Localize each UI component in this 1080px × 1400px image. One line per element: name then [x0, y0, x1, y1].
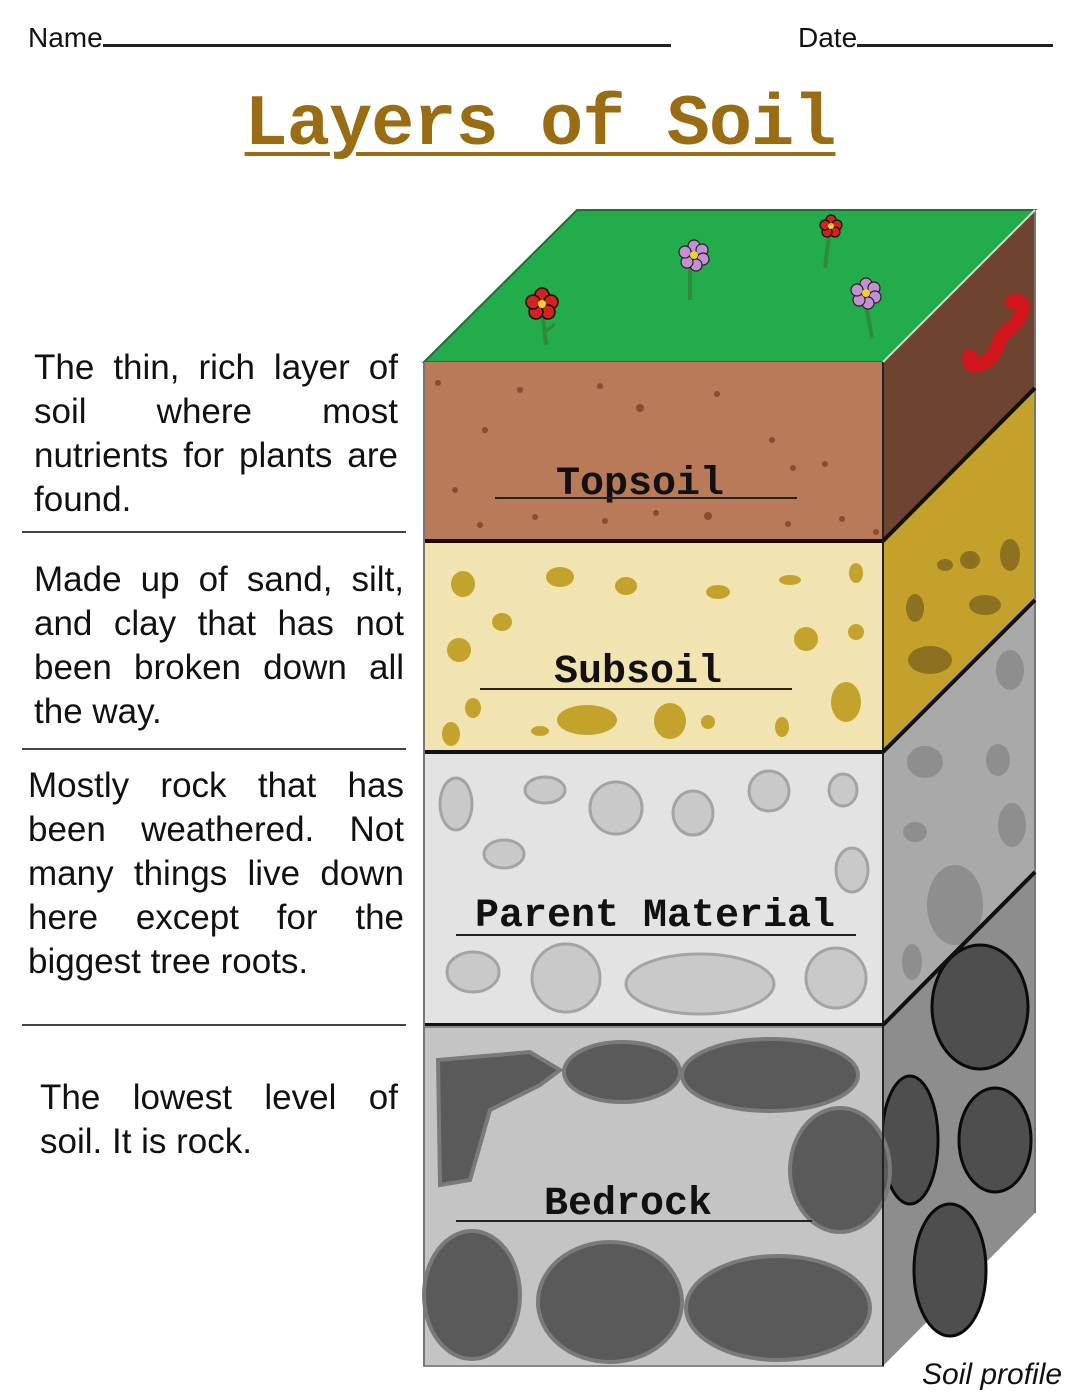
flower-icon — [678, 239, 710, 300]
name-label: Name — [28, 22, 103, 53]
flower-icon — [819, 214, 843, 269]
page-title-wrap: Layers of Soil — [0, 84, 1080, 166]
bedrock-side-rocks — [880, 943, 1033, 1338]
subsoil-label: Subsoil — [554, 650, 722, 695]
subsoil-side-rocks — [906, 539, 1020, 674]
topsoil-label: Topsoil — [556, 462, 724, 507]
bedrock-label: Bedrock — [544, 1182, 712, 1227]
date-label: Date — [798, 22, 858, 53]
bedrock-stones — [422, 1037, 892, 1364]
topsoil-front — [424, 362, 883, 541]
subsoil-description: Made up of sand, silt, and clay that has… — [34, 560, 404, 731]
date-blank-line[interactable] — [857, 22, 1054, 47]
subsoil-pebbles — [442, 563, 864, 746]
parent-material-description: Mostly rock that has been weathered. Not… — [28, 766, 404, 981]
worm-icon — [962, 294, 1030, 373]
topsoil-side — [883, 210, 1035, 541]
parent-material-stones — [438, 769, 870, 1016]
parent-material-label: Parent Material — [475, 894, 835, 939]
divider-1 — [22, 531, 406, 533]
divider-3 — [22, 1024, 406, 1026]
topsoil-description: The thin, rich layer of soil where most … — [34, 348, 398, 519]
bedrock-description: The lowest level of soil. It is rock. — [40, 1078, 398, 1161]
diagram-caption: Soil profile — [922, 1358, 1063, 1391]
topsoil-specks — [435, 380, 879, 535]
date-field[interactable]: Date — [798, 22, 1054, 54]
divider-2 — [22, 748, 406, 750]
flower-icon — [850, 277, 882, 339]
name-field[interactable]: Name — [28, 22, 671, 54]
parent-material-side — [883, 600, 1035, 1025]
parent-material-side-rocks — [902, 650, 1026, 980]
flower-icon — [525, 287, 559, 346]
page-title: Layers of Soil — [244, 84, 837, 166]
name-blank-line[interactable] — [102, 22, 671, 47]
